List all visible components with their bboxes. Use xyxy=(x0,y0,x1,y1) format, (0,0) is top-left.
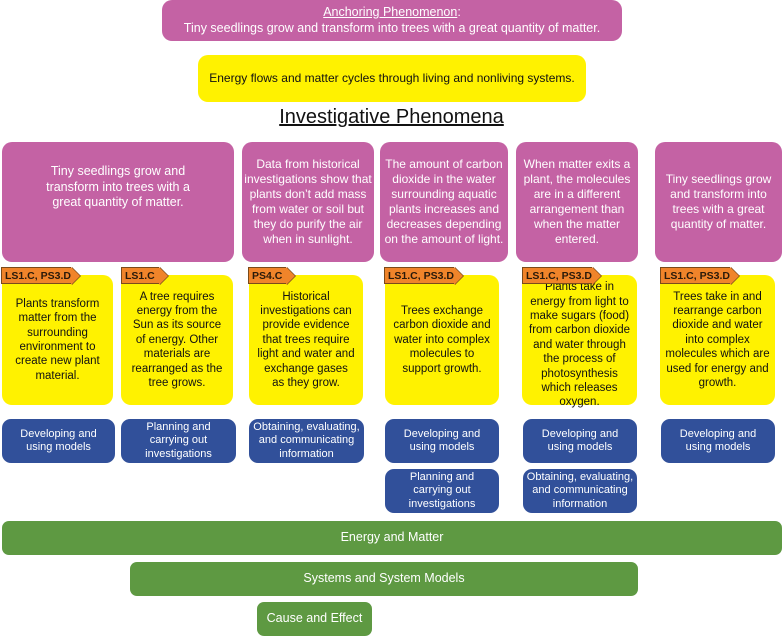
practice-box: Obtaining, evaluating, and communicating… xyxy=(249,419,364,463)
practice-box: Developing and using models xyxy=(385,419,499,463)
practice-text: Obtaining, evaluating, and communicating… xyxy=(253,421,360,460)
phenomenon-text: When matter exits a plant, the molecules… xyxy=(523,157,631,246)
practice-box: Planning and carrying out investigations xyxy=(121,419,236,463)
practice-box: Developing and using models xyxy=(661,419,775,463)
idea-text: Plants take in energy from light to make… xyxy=(529,281,630,409)
practice-text: Developing and using models xyxy=(403,427,481,453)
core-idea-box: Energy flows and matter cycles through l… xyxy=(198,55,586,102)
anchoring-colon: : xyxy=(457,4,461,19)
anchoring-label-line: Anchoring Phenomenon: xyxy=(323,5,461,21)
phenomenon-box: The amount of carbon dioxide in the wate… xyxy=(380,142,508,262)
idea-box: Trees exchange carbon dioxide and water … xyxy=(385,275,499,405)
anchoring-text: Tiny seedlings grow and transform into t… xyxy=(183,20,601,35)
phenomenon-text: Tiny seedlings grow and transform into t… xyxy=(665,172,772,231)
practice-text: Planning and carrying out investigations xyxy=(145,421,212,460)
idea-text: Historical investigations can provide ev… xyxy=(257,290,355,389)
crosscutting-cause-effect: Cause and Effect xyxy=(257,602,372,636)
phenomenon-box: When matter exits a plant, the molecules… xyxy=(516,142,638,262)
section-title-text: Investigative Phenomena xyxy=(279,106,504,128)
phenomenon-box: Data from historical investigations show… xyxy=(242,142,374,262)
practice-box: Developing and using models xyxy=(523,419,637,463)
core-idea-text: Energy flows and matter cycles through l… xyxy=(209,71,575,85)
practice-text: Developing and using models xyxy=(679,427,757,453)
practice-box: Developing and using models xyxy=(2,419,115,463)
idea-box: A tree requires energy from the Sun as i… xyxy=(121,275,233,405)
crosscutting-energy-matter: Energy and Matter xyxy=(2,521,782,555)
practice-text: Obtaining, evaluating, and communicating… xyxy=(526,471,634,510)
phenomenon-box: Tiny seedlings grow and transform into t… xyxy=(2,142,234,262)
phenomenon-text: The amount of carbon dioxide in the wate… xyxy=(384,157,504,246)
anchoring-label: Anchoring Phenomenon xyxy=(323,4,458,19)
dci-tag: PS4.C xyxy=(248,267,296,285)
crosscutting-text: Systems and System Models xyxy=(303,571,465,586)
practice-box: Obtaining, evaluating, and communicating… xyxy=(523,469,637,513)
anchoring-phenomenon-box: Anchoring Phenomenon: Tiny seedlings gro… xyxy=(162,0,622,41)
practice-text: Developing and using models xyxy=(20,427,97,453)
dci-tag: LS1.C, PS3.D xyxy=(1,267,81,285)
idea-text: A tree requires energy from the Sun as i… xyxy=(131,290,223,389)
practice-text: Developing and using models xyxy=(541,427,619,453)
crosscutting-systems: Systems and System Models xyxy=(130,562,638,596)
dci-tag: LS1.C, PS3.D xyxy=(384,267,464,285)
idea-text: Trees take in and rearrange carbon dioxi… xyxy=(665,290,770,389)
idea-text: Plants transform matter from the surroun… xyxy=(15,297,100,382)
phenomenon-text: Data from historical investigations show… xyxy=(244,157,372,246)
phenomenon-box: Tiny seedlings grow and transform into t… xyxy=(655,142,782,262)
dci-tag: LS1.C xyxy=(121,267,169,285)
phenomenon-text: Tiny seedlings grow and transform into t… xyxy=(46,164,190,210)
idea-text: Trees exchange carbon dioxide and water … xyxy=(393,305,491,375)
crosscutting-text: Energy and Matter xyxy=(340,530,444,545)
crosscutting-text: Cause and Effect xyxy=(266,611,363,626)
idea-box: Historical investigations can provide ev… xyxy=(249,275,363,405)
dci-tag: LS1.C, PS3.D xyxy=(522,267,602,285)
practice-box: Planning and carrying out investigations xyxy=(385,469,499,513)
idea-box: Plants transform matter from the surroun… xyxy=(2,275,113,405)
practice-text: Planning and carrying out investigations xyxy=(408,471,476,510)
section-title: Investigative Phenomena xyxy=(0,106,783,129)
idea-box: Plants take in energy from light to make… xyxy=(522,275,637,408)
idea-box: Trees take in and rearrange carbon dioxi… xyxy=(660,275,775,405)
dci-tag: LS1.C, PS3.D xyxy=(660,267,740,285)
